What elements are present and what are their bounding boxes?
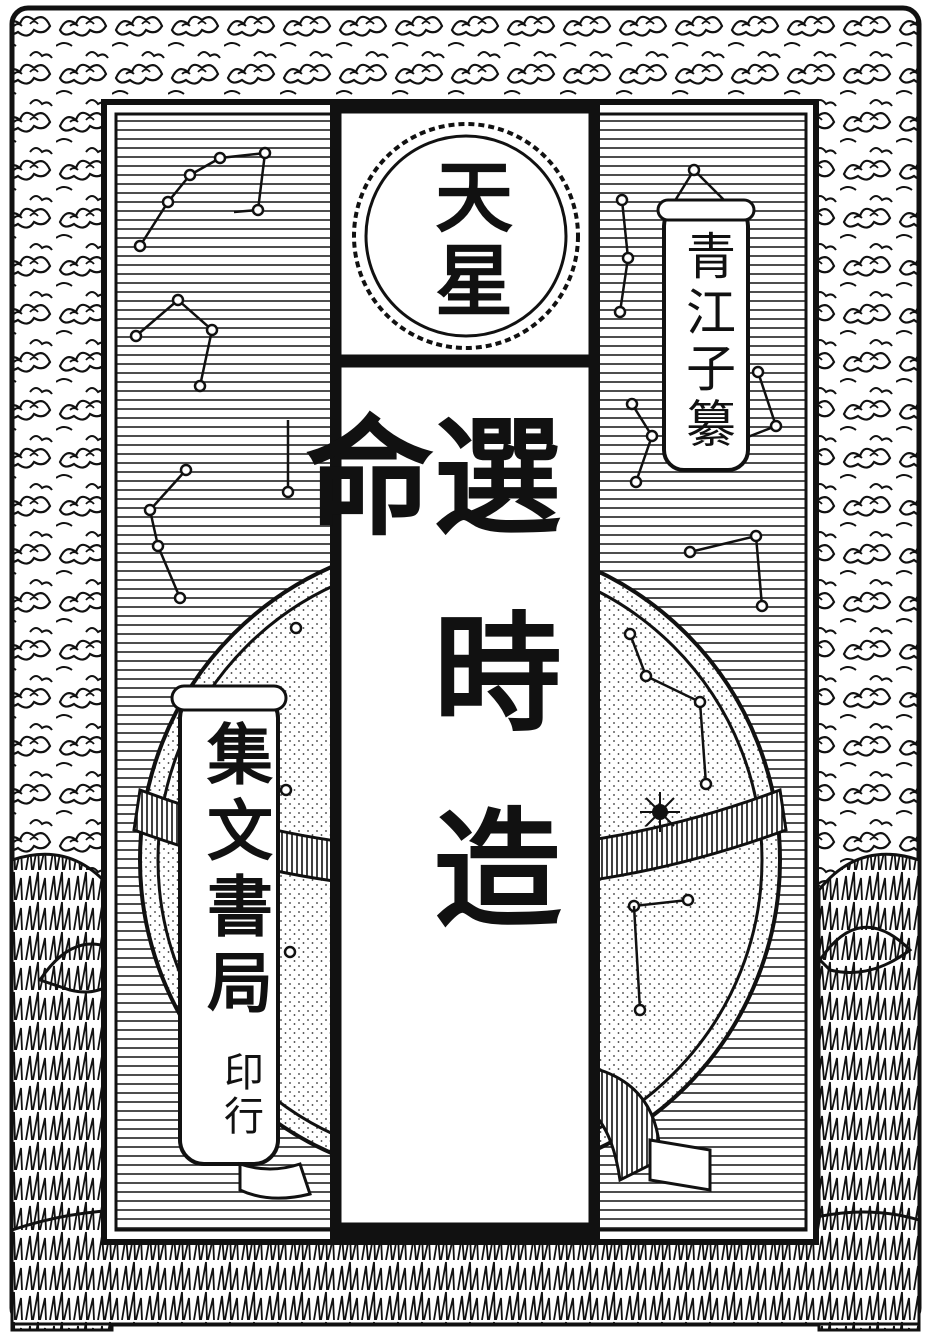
publisher-name: 集文書局 <box>196 720 274 1024</box>
author-credit: 青江子纂 <box>678 230 736 454</box>
publisher-scroll <box>170 684 312 1200</box>
publisher-imprint: 印行 <box>217 1051 263 1139</box>
author-scroll <box>656 198 756 472</box>
seal-title: 天星 <box>422 156 513 324</box>
main-title: 選時造命 <box>283 410 561 998</box>
title-panel <box>330 100 600 1240</box>
constellation-lines <box>129 146 783 1017</box>
